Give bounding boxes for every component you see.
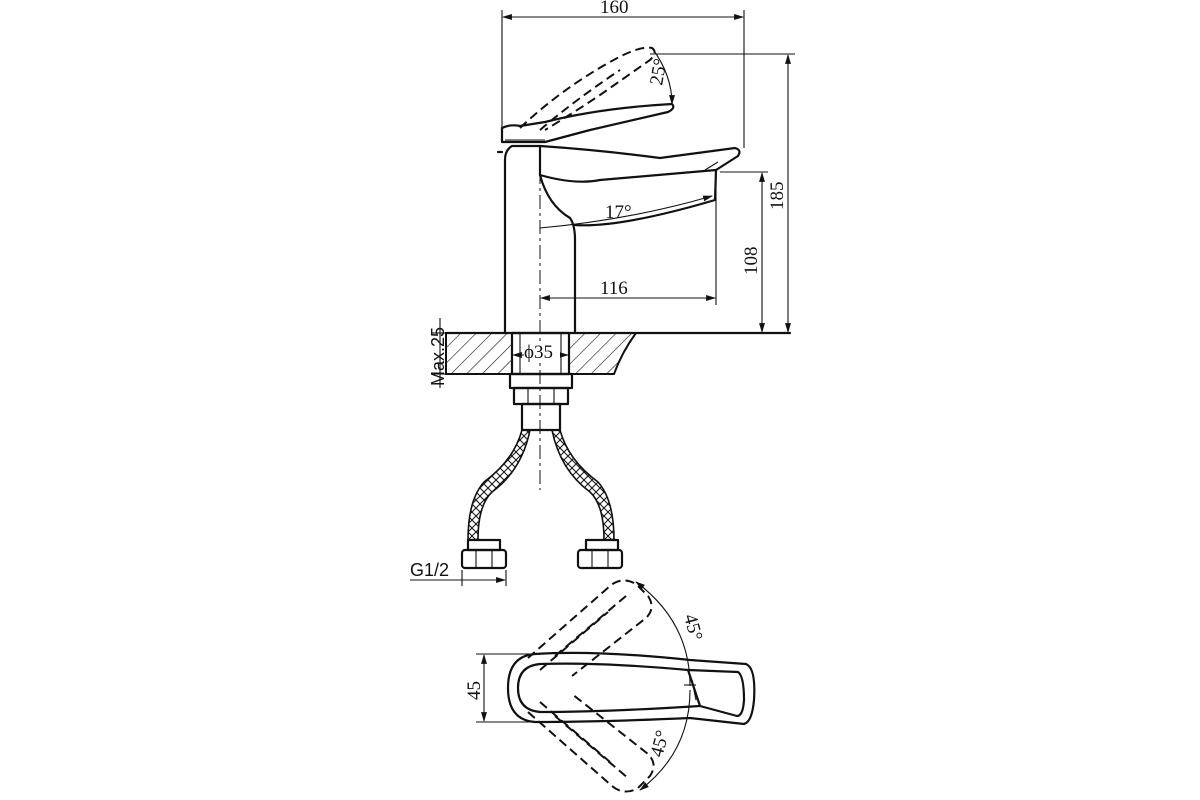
dim-connection-thread-label: G1/2 xyxy=(410,560,449,580)
handle-rotated-left xyxy=(527,579,653,677)
dim-rotation-angles: 45° 45° xyxy=(635,581,706,791)
dim-spout-angle: 17° xyxy=(539,195,713,229)
dim-lever-angle-label: 25° xyxy=(646,57,671,87)
dim-overall-width-label: 160 xyxy=(600,0,629,18)
dim-body-width-label: 45 xyxy=(464,681,485,700)
dim-total-height: 185 xyxy=(650,53,795,333)
handle xyxy=(496,102,675,154)
dim-connection-thread: G1/2 xyxy=(410,560,507,586)
dim-spout-reach-label: 116 xyxy=(600,278,628,299)
dim-spout-height: 108 xyxy=(720,171,768,333)
dim-max-countertop-label: Max.25 xyxy=(428,327,448,386)
dim-overall-width: 160 xyxy=(501,0,745,148)
dim-body-width: 45 xyxy=(464,653,535,723)
dim-shank-diameter-label: ϕ35 xyxy=(524,342,553,363)
dim-rotation-angle-right-label: 45° xyxy=(647,728,674,759)
dim-max-countertop: Max.25 xyxy=(428,318,448,388)
dim-spout-reach: 116 xyxy=(540,175,717,305)
braided-hose-right xyxy=(551,429,624,570)
dim-shank-diameter: ϕ35 xyxy=(512,341,569,363)
handle-raised-position xyxy=(519,46,656,131)
dim-spout-height-label: 108 xyxy=(741,247,762,276)
top-view: 45 45° 45° xyxy=(464,579,756,793)
mounting-nut xyxy=(508,372,574,432)
faucet-body xyxy=(503,144,741,335)
braided-hose-left xyxy=(460,429,531,570)
dim-spout-angle-label: 17° xyxy=(605,202,632,223)
dim-total-height-label: 185 xyxy=(767,182,788,211)
dim-rotation-angle-left-label: 45° xyxy=(679,612,706,643)
handle-top xyxy=(506,651,756,726)
side-view: 160 25° 185 108 17° 116 xyxy=(410,0,795,586)
countertop-section xyxy=(444,331,792,375)
